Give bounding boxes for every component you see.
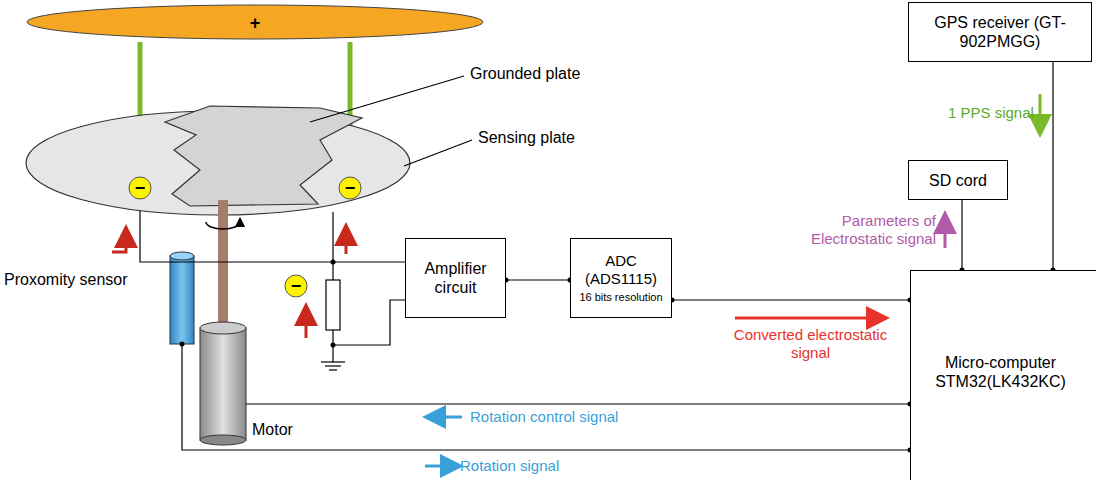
part-label: − [342, 177, 358, 199]
shaft [206, 200, 240, 328]
part-label: Parameters of Electrostatic signal [788, 212, 936, 248]
part-label: 1 PPS signal [948, 104, 1034, 122]
leader-lines [310, 76, 472, 166]
part-label: Motor [252, 420, 293, 439]
component-box: GPS receiver (GT-902PMGG) [908, 2, 1092, 62]
box-text: GPS receiver (GT-902PMGG) [913, 13, 1087, 51]
part-label: Rotation signal [460, 457, 559, 475]
box-text: Micro-computer STM32(LK432KC) [921, 353, 1081, 391]
grounded-plate [165, 106, 362, 206]
box-text: ADC (ADS1115) [575, 252, 667, 288]
signal-wire [672, 299, 910, 300]
box-text: Amplifier circuit [410, 259, 501, 297]
component-box: SD cord [908, 160, 1008, 200]
component-box: Amplifier circuit [405, 238, 506, 318]
part-label: Converted electrostatic signal [728, 326, 893, 362]
signal-wire [961, 200, 962, 270]
proximity-sensor [170, 252, 194, 347]
part-label: Rotation control signal [470, 408, 618, 426]
charged-plate [27, 5, 483, 39]
part-label: − [132, 177, 148, 199]
part-label: Sensing plate [478, 128, 575, 147]
component-box: Micro-computer STM32(LK432KC) [910, 270, 1096, 480]
current-arrows [112, 234, 346, 338]
component-box: ADC (ADS1115) 16 bits resolution [570, 238, 672, 318]
part-label: + [245, 12, 265, 34]
signal-wire [1052, 62, 1053, 270]
wires [140, 211, 910, 450]
ground-symbol [321, 362, 345, 370]
part-label: Proxomity sensor [4, 270, 128, 289]
charge-circles [129, 177, 361, 297]
box-text: 16 bits resolution [579, 291, 662, 304]
motor [200, 322, 246, 445]
part-label: − [288, 275, 304, 297]
signal-wire [506, 279, 570, 280]
resistor-symbol [326, 280, 340, 330]
part-label: Grounded plate [470, 64, 580, 83]
box-text: SD cord [929, 171, 987, 190]
